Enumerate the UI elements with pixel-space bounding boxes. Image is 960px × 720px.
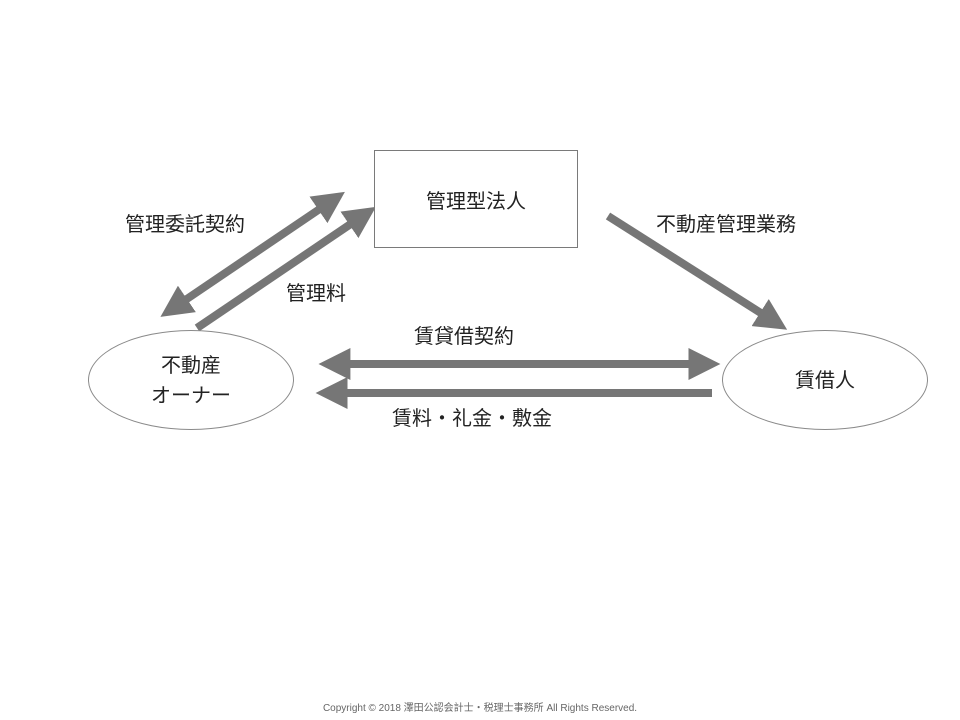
management-fee-label: 管理料 xyxy=(286,281,346,305)
owner-label-line2: オーナー xyxy=(151,383,231,407)
management-contract-label: 管理委託契約 xyxy=(125,212,245,236)
tenant-label: 賃借人 xyxy=(795,368,855,392)
management-contract-arrow xyxy=(160,191,345,317)
real-estate-management-work-label: 不動産管理業務 xyxy=(656,212,796,236)
tenant-node: 賃借人 xyxy=(722,330,928,430)
owner-node: 不動産 オーナー xyxy=(88,330,294,430)
management-company-node: 管理型法人 xyxy=(374,150,578,248)
owner-label-line1: 不動産 xyxy=(161,353,221,377)
copyright-footer: Copyright © 2018 澤田公認会計士・税理士事務所 All Righ… xyxy=(322,703,638,714)
management-fee-arrow xyxy=(194,206,376,332)
management-company-label: 管理型法人 xyxy=(426,188,526,213)
real-estate-management-work-arrow xyxy=(605,212,788,330)
lease-contract-label: 賃貸借契約 xyxy=(414,324,514,348)
rent-key-money-deposit-label: 賃料・礼金・敷金 xyxy=(392,406,552,430)
